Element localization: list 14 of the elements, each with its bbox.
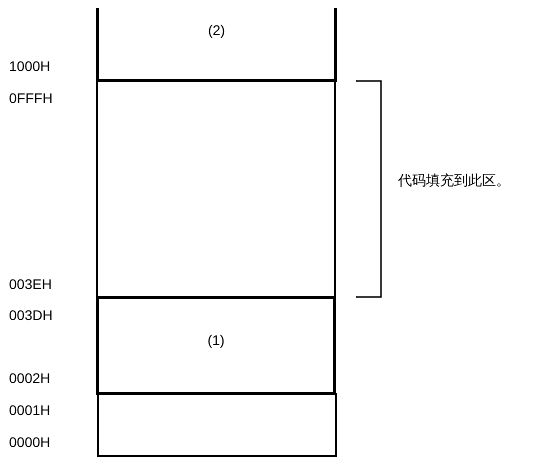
segment-label: (2): [208, 22, 226, 38]
memory-segment: [96, 81, 336, 299]
address-label: 003EH: [9, 276, 52, 292]
address-label: 0FFFH: [9, 90, 53, 106]
memory-segment: [97, 393, 337, 457]
address-label: 1000H: [9, 58, 50, 74]
segment-label: (1): [207, 332, 225, 348]
address-label: 003DH: [9, 307, 53, 323]
memory-segment: [96, 296, 336, 395]
address-label: 0002H: [9, 370, 50, 386]
address-label: 0000H: [9, 434, 50, 450]
memory-segment: [96, 8, 337, 82]
address-label: 0001H: [9, 402, 50, 418]
annotation-text: 代码填充到此区。: [398, 172, 510, 188]
